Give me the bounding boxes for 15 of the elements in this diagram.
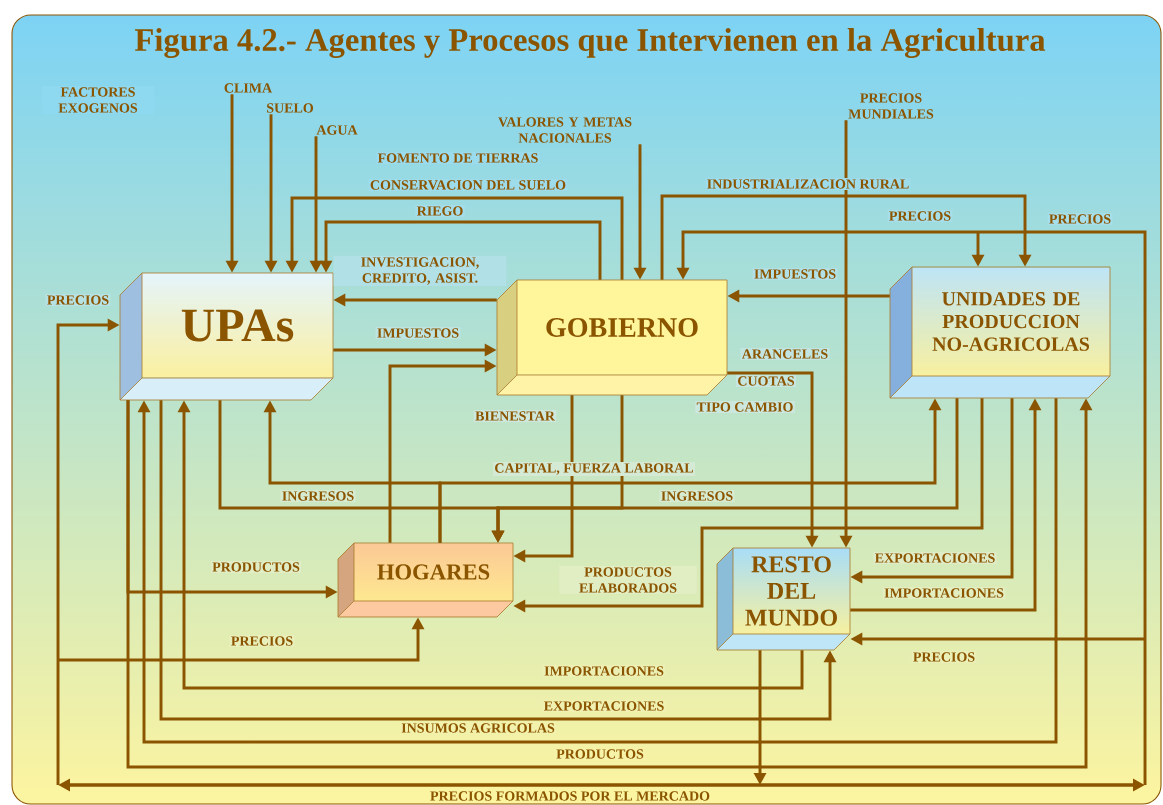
factor-label: SUELO xyxy=(267,103,314,113)
factor-label: AGUA xyxy=(316,125,358,135)
factor-label: CLIMA xyxy=(224,83,272,93)
process-box: HOGARES xyxy=(337,542,514,618)
process-box: UPAs xyxy=(119,272,334,401)
process-box: GOBIERNO xyxy=(496,279,728,396)
title: Figura 4.2.- Agentes y Procesos que Intervienen en la Agricultura xyxy=(134,28,1046,58)
flow-label: FACTORES EXOGENOS xyxy=(41,85,155,115)
arrow xyxy=(660,194,1032,280)
edge-label: PRODUCTOS ELABORADOS xyxy=(559,565,697,595)
process-box: RESTO DEL MUNDO xyxy=(716,547,851,651)
factor-label: VALORES Y METAS NACIONALES xyxy=(498,117,632,143)
process-box: UNIDADES DE PRODUCCION NO-AGRICOLAS xyxy=(889,266,1111,399)
edge-label: INVESTIGACION, CREDITO, ASIST. xyxy=(333,255,507,287)
factor-label: PRECIOS MUNDIALES xyxy=(848,93,934,119)
